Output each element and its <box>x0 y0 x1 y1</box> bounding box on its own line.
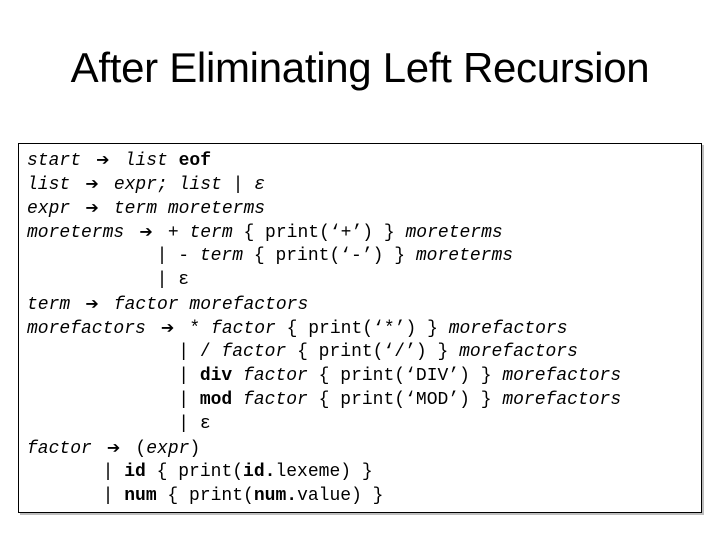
arrow-icon: ➔ <box>139 222 153 241</box>
nonterminal: term <box>189 223 244 243</box>
nonterminal: morefactors <box>502 390 622 410</box>
nonterminal: factor <box>211 319 287 339</box>
grammar-line: moreterms ➔ + term { print(‘+’) } morete… <box>27 220 503 244</box>
grammar-line: | - term { print(‘-’) } moreterms <box>27 244 513 268</box>
nonterminal: morefactors <box>27 319 157 339</box>
grammar-line: expr ➔ term moreterms <box>27 196 265 220</box>
alternative-bar: | <box>27 390 200 410</box>
nonterminal: start <box>27 151 92 171</box>
grammar-line: list ➔ expr; list | ε <box>27 172 265 196</box>
grammar-line: | id { print(id.lexeme) } <box>27 460 373 484</box>
grammar-line: | mod factor { print(‘MOD’) } morefactor… <box>27 388 621 412</box>
slide-title: After Eliminating Left Recursion <box>70 44 650 91</box>
alternative-bar: | <box>27 486 125 506</box>
arrow-icon: ➔ <box>85 198 99 217</box>
grammar-line: | / factor { print(‘/’) } morefactors <box>27 340 578 364</box>
semantic-action: value) } <box>297 486 384 506</box>
semantic-action: { print(‘/’) } <box>297 342 460 362</box>
semantic-action: { print(‘DIV’) } <box>318 366 503 386</box>
nonterminal: moreterms <box>405 223 503 243</box>
terminal: mod <box>199 390 244 410</box>
paren: ) <box>189 439 201 459</box>
production-body: expr; list | ε <box>103 175 266 195</box>
alternative-bar: | - <box>27 246 200 266</box>
grammar-line: | ε <box>27 412 211 436</box>
arrow-icon: ➔ <box>85 294 99 313</box>
grammar-line: | div factor { print(‘DIV’) } morefactor… <box>27 364 621 388</box>
nonterminal: factor <box>243 390 319 410</box>
grammar-line: morefactors ➔ * factor { print(‘*’) } mo… <box>27 316 568 340</box>
nonterminal: expr <box>27 199 82 219</box>
semantic-action: lexeme) } <box>275 462 373 482</box>
alternative-bar: | ε <box>27 270 190 290</box>
nonterminal: morefactors <box>459 342 578 362</box>
grammar-line: factor ➔ (expr) <box>27 436 200 460</box>
nonterminal: morefactors <box>448 319 568 339</box>
nonterminal: factor <box>243 366 319 386</box>
nonterminal: term <box>27 295 82 315</box>
nonterminal: moreterms <box>27 223 136 243</box>
terminal: num <box>124 486 157 506</box>
nonterminal: list <box>27 175 82 195</box>
arrow-icon: ➔ <box>96 150 110 169</box>
grammar-line: start ➔ list eof <box>27 148 211 172</box>
terminal: num. <box>253 486 298 506</box>
operator: * <box>178 319 212 339</box>
semantic-action: { print( <box>145 462 244 482</box>
semantic-action: { print( <box>156 486 254 506</box>
nonterminal: morefactors <box>502 366 622 386</box>
semantic-action: { print(‘MOD’) } <box>318 390 503 410</box>
production-body: factor morefactors <box>103 295 309 315</box>
nonterminal: list <box>113 151 179 171</box>
alternative-bar: | <box>27 366 200 386</box>
terminal: id. <box>243 462 276 482</box>
alternative-bar: | <box>27 462 125 482</box>
nonterminal: factor <box>221 342 298 362</box>
operator: + <box>157 223 190 243</box>
alternative-bar: | ε <box>27 414 211 434</box>
semantic-action: { print(‘-’) } <box>253 246 416 266</box>
nonterminal: term <box>199 246 254 266</box>
paren: ( <box>124 439 147 459</box>
terminal: eof <box>178 151 212 171</box>
nonterminal: expr <box>146 439 190 459</box>
nonterminal: factor <box>27 439 103 459</box>
arrow-icon: ➔ <box>106 438 121 457</box>
production-body: term moreterms <box>103 199 266 219</box>
terminal: id <box>124 462 146 482</box>
terminal: div <box>199 366 244 386</box>
grammar-code-box: start ➔ list eof list ➔ expr; list | ε e… <box>18 143 702 513</box>
semantic-action: { print(‘*’) } <box>286 319 449 339</box>
semantic-action: { print(‘+’) } <box>243 223 406 243</box>
alternative-bar: | / <box>27 342 222 362</box>
nonterminal: moreterms <box>415 246 514 266</box>
arrow-icon: ➔ <box>85 174 99 193</box>
grammar-line: term ➔ factor morefactors <box>27 292 308 316</box>
grammar-line: | num { print(num.value) } <box>27 484 384 508</box>
arrow-icon: ➔ <box>160 318 175 337</box>
grammar-line: | ε <box>27 268 189 292</box>
